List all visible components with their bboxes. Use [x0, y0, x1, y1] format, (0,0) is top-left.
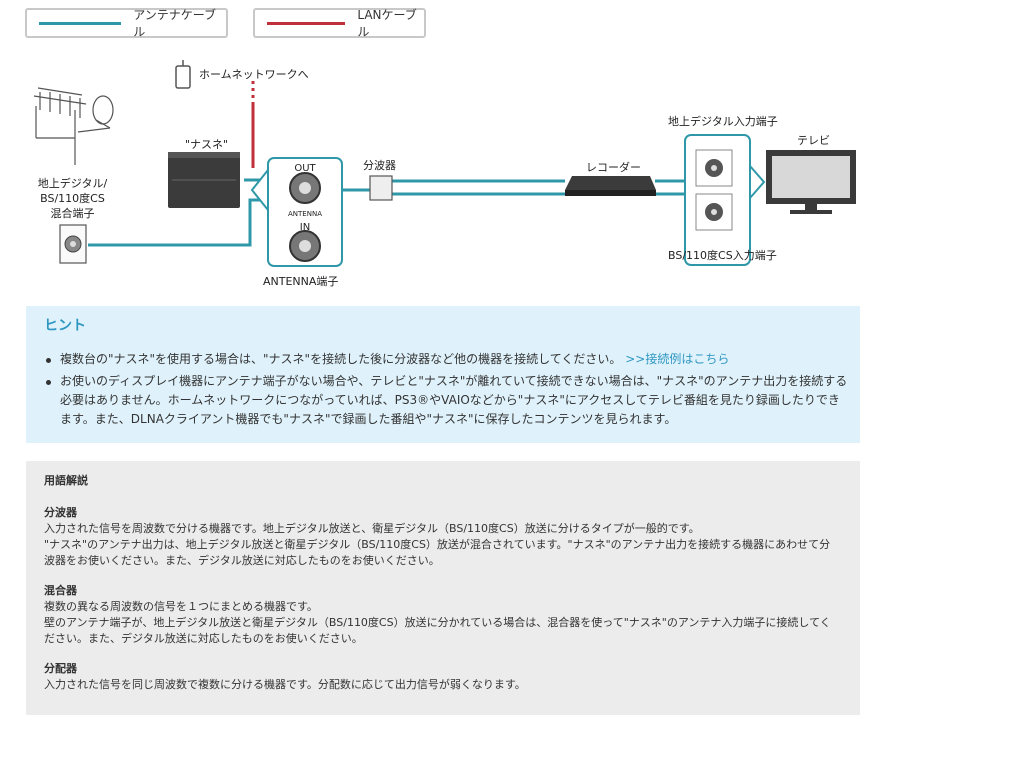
glossary-term-line: 入力された信号を同じ周波数で複数に分ける機器です。分配数に応じて出力信号が弱くな… — [44, 678, 526, 691]
nasne-device-icon — [168, 152, 240, 208]
splitter-icon — [369, 175, 393, 201]
glossary-title: 用語解説 — [44, 474, 88, 487]
glossary-term-distributor: 分配器 入力された信号を同じ周波数で複数に分ける機器です。分配数に応じて出力信号… — [44, 661, 840, 693]
hint-list: 複数台の"ナスネ"を使用する場合は、"ナスネ"を接続した後に分波器など他の機器を… — [44, 350, 860, 429]
legend-lan-label: LANケーブル — [357, 8, 417, 39]
legend-lan-line — [267, 21, 346, 25]
wall-outlet-label-1: 地上デジタル/ — [37, 177, 108, 190]
legend-antenna-label: アンテナケーブル — [133, 8, 217, 39]
antenna-port-panel — [250, 157, 343, 267]
tv-label: テレビ — [797, 134, 830, 147]
connection-diagram-svg — [33, 60, 856, 267]
recorder-label: レコーダー — [586, 161, 641, 174]
glossary-term-line: 壁のアンテナ端子が、地上デジタル放送と衛星デジタル（BS/110度CS）放送に分… — [44, 616, 831, 645]
hint-item-multiple-nasne: 複数台の"ナスネ"を使用する場合は、"ナスネ"を接続した後に分波器など他の機器を… — [44, 350, 860, 369]
connection-example-link[interactable]: >>接続例はこちら — [625, 352, 730, 366]
legend-antenna-line — [39, 21, 122, 25]
glossary-term-name: 混合器 — [44, 584, 77, 597]
hint-box: ヒント 複数台の"ナスネ"を使用する場合は、"ナスネ"を接続した後に分波器など他… — [26, 306, 860, 443]
legend-antenna-cable: アンテナケーブル — [25, 8, 228, 39]
glossary-term-name: 分配器 — [44, 662, 77, 675]
port-in-label: IN — [299, 222, 311, 233]
tv-icon — [766, 150, 856, 214]
wall-outlet-label-2: BS/110度CS — [40, 192, 105, 205]
legend-lan-cable: LANケーブル — [253, 8, 426, 39]
hint-item-1-text: 複数台の"ナスネ"を使用する場合は、"ナスネ"を接続した後に分波器など他の機器を… — [60, 352, 622, 366]
nasne-label: "ナスネ" — [185, 138, 229, 151]
glossary-term-line: "ナスネ"のアンテナ出力は、地上デジタル放送と衛星デジタル（BS/110度CS）… — [44, 538, 831, 567]
antenna-port-label: ANTENNA端子 — [263, 275, 339, 288]
glossary-term-splitter: 分波器 入力された信号を周波数で分ける機器です。地上デジタル放送と、衛星デジタル… — [44, 505, 840, 569]
port-antenna-label: ANTENNA — [288, 210, 322, 218]
glossary-term-line: 複数の異なる周波数の信号を１つにまとめる機器です。 — [44, 600, 318, 613]
splitter-label: 分波器 — [363, 159, 396, 172]
tv-input-panel — [684, 134, 766, 266]
glossary-term-line: 入力された信号を周波数で分ける機器です。地上デジタル放送と、衛星デジタル（BS/… — [44, 522, 700, 535]
tv-bs-input-label: BS/110度CS入力端子 — [668, 249, 777, 262]
home-network-label: ホームネットワークへ — [199, 68, 309, 81]
hint-title: ヒント — [44, 318, 86, 334]
hint-item-no-antenna: お使いのディスプレイ機器にアンテナ端子がない場合や、テレビと"ナスネ"が離れてい… — [44, 372, 860, 429]
hint-item-2-text: お使いのディスプレイ機器にアンテナ端子がない場合や、テレビと"ナスネ"が離れてい… — [60, 374, 848, 426]
wall-outlet-label-3: 混合端子 — [50, 207, 95, 220]
recorder-icon — [565, 176, 656, 196]
glossary-box: 用語解説 分波器 入力された信号を周波数で分ける機器です。地上デジタル放送と、衛… — [26, 461, 860, 715]
wall-outlet-icon — [59, 224, 87, 264]
antenna-dish-icon — [33, 87, 114, 165]
router-icon — [175, 60, 191, 89]
glossary-term-name: 分波器 — [44, 506, 77, 519]
glossary-term-mixer: 混合器 複数の異なる周波数の信号を１つにまとめる機器です。 壁のアンテナ端子が、… — [44, 583, 840, 647]
tv-terrestrial-input-label: 地上デジタル入力端子 — [668, 115, 778, 128]
port-out-label: OUT — [294, 163, 316, 174]
connection-diagram: ホームネットワークへ "ナスネ" 地上デジタル/ BS/110度CS 混合端子 … — [0, 40, 1024, 305]
